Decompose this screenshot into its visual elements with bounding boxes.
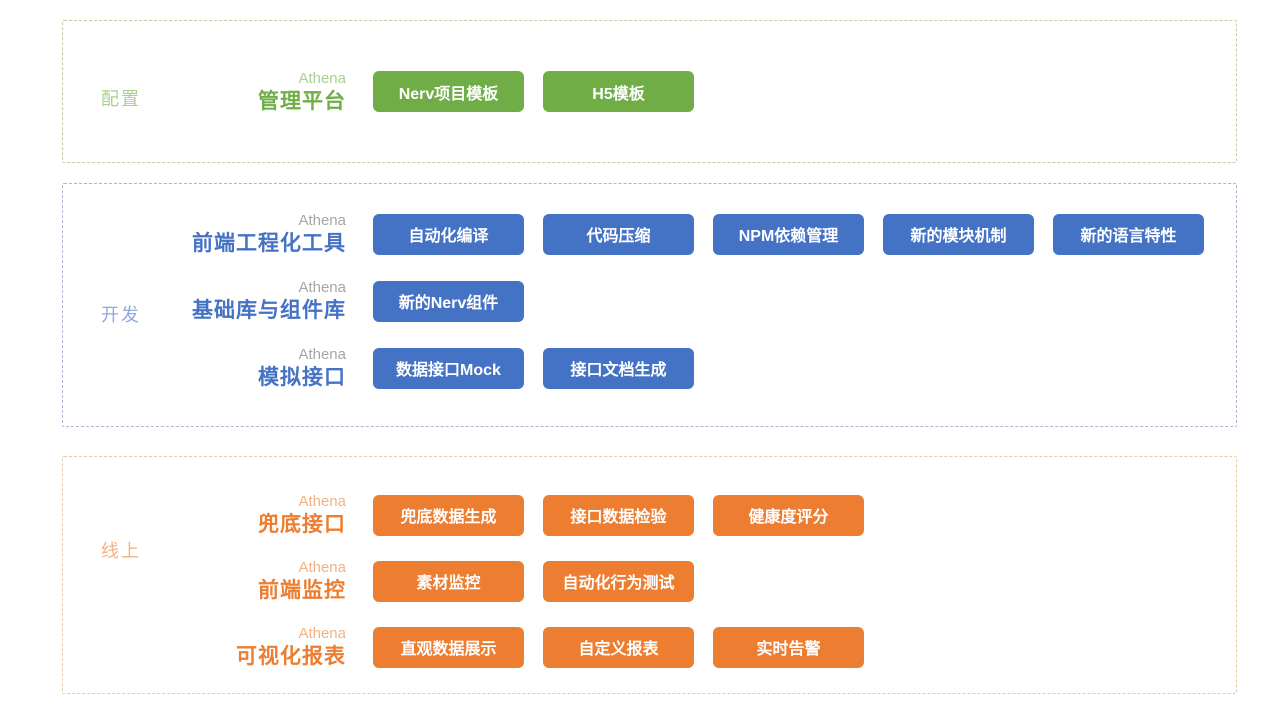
button-intuitive-data-display[interactable]: 直观数据展示	[373, 626, 524, 668]
row-label-block: Athena 兜底接口	[63, 492, 373, 538]
row-label-block: Athena 管理平台	[63, 69, 373, 115]
online-section-label: 线上	[101, 541, 141, 561]
config-section-label: 配置	[101, 89, 141, 109]
config-rows: Athena 管理平台 Nerv项目模板 H5模板	[63, 69, 1236, 115]
athena-brand-label: Athena	[298, 625, 346, 642]
row-title-visual-reports: 可视化报表	[236, 645, 346, 668]
row-frontend-engineering-tools: Athena 前端工程化工具 自动化编译 代码压缩 NPM依赖管理 新的模块机制…	[63, 211, 1236, 257]
athena-brand-label: Athena	[298, 69, 346, 87]
row-label-block: Athena 可视化报表	[63, 624, 373, 670]
row-label-block: Athena 基础库与组件库	[63, 278, 373, 324]
dev-section-label: 开发	[101, 305, 141, 325]
button-api-doc-generation[interactable]: 接口文档生成	[543, 347, 694, 389]
button-asset-monitoring[interactable]: 素材监控	[373, 560, 524, 602]
chip-group: Nerv项目模板 H5模板	[373, 71, 694, 112]
row-management-platform: Athena 管理平台 Nerv项目模板 H5模板	[63, 69, 1236, 115]
button-nerv-project-template[interactable]: Nerv项目模板	[373, 71, 524, 112]
athena-brand-label: Athena	[298, 346, 346, 363]
row-base-and-component-library: Athena 基础库与组件库 新的Nerv组件	[63, 278, 1236, 324]
row-title-frontend-engineering-tools: 前端工程化工具	[192, 232, 346, 255]
row-label-block: Athena 前端工程化工具	[63, 211, 373, 257]
online-rows: Athena 兜底接口 兜底数据生成 接口数据检验 健康度评分 Athena 前…	[63, 480, 1236, 670]
button-new-nerv-component[interactable]: 新的Nerv组件	[373, 280, 524, 322]
dev-section: 开发 Athena 前端工程化工具 自动化编译 代码压缩 NPM依赖管理 新的模…	[62, 183, 1237, 427]
button-npm-dependency-management[interactable]: NPM依赖管理	[713, 213, 864, 255]
row-label-block: Athena 模拟接口	[63, 345, 373, 391]
chip-group: 新的Nerv组件	[373, 280, 524, 322]
athena-brand-label: Athena	[298, 212, 346, 229]
online-section: 线上 Athena 兜底接口 兜底数据生成 接口数据检验 健康度评分 Athen…	[62, 456, 1237, 694]
chip-group: 素材监控 自动化行为测试	[373, 560, 694, 602]
row-fallback-api: Athena 兜底接口 兜底数据生成 接口数据检验 健康度评分	[63, 492, 1236, 538]
row-frontend-monitoring: Athena 前端监控 素材监控 自动化行为测试	[63, 558, 1236, 604]
row-title-base-and-component-library: 基础库与组件库	[192, 299, 346, 322]
button-code-minify[interactable]: 代码压缩	[543, 213, 694, 255]
button-realtime-alerts[interactable]: 实时告警	[713, 626, 864, 668]
button-fallback-data-generation[interactable]: 兜底数据生成	[373, 494, 524, 536]
athena-brand-label: Athena	[298, 559, 346, 576]
button-automated-behavior-testing[interactable]: 自动化行为测试	[543, 560, 694, 602]
row-mock-api: Athena 模拟接口 数据接口Mock 接口文档生成	[63, 345, 1236, 391]
button-custom-reports[interactable]: 自定义报表	[543, 626, 694, 668]
chip-group: 自动化编译 代码压缩 NPM依赖管理 新的模块机制 新的语言特性	[373, 213, 1204, 255]
row-title-management-platform: 管理平台	[258, 89, 346, 113]
button-auto-compile[interactable]: 自动化编译	[373, 213, 524, 255]
row-visual-reports: Athena 可视化报表 直观数据展示 自定义报表 实时告警	[63, 624, 1236, 670]
athena-brand-label: Athena	[298, 279, 346, 296]
row-title-fallback-api: 兜底接口	[258, 513, 346, 536]
button-h5-template[interactable]: H5模板	[543, 71, 694, 112]
button-api-data-validation[interactable]: 接口数据检验	[543, 494, 694, 536]
chip-group: 直观数据展示 自定义报表 实时告警	[373, 626, 864, 668]
row-label-block: Athena 前端监控	[63, 558, 373, 604]
dev-rows: Athena 前端工程化工具 自动化编译 代码压缩 NPM依赖管理 新的模块机制…	[63, 211, 1236, 399]
button-new-module-mechanism[interactable]: 新的模块机制	[883, 213, 1034, 255]
row-title-frontend-monitoring: 前端监控	[258, 579, 346, 602]
button-health-score[interactable]: 健康度评分	[713, 494, 864, 536]
chip-group: 兜底数据生成 接口数据检验 健康度评分	[373, 494, 864, 536]
config-section: 配置 Athena 管理平台 Nerv项目模板 H5模板	[62, 20, 1237, 163]
chip-group: 数据接口Mock 接口文档生成	[373, 347, 694, 389]
row-title-mock-api: 模拟接口	[258, 366, 346, 389]
athena-brand-label: Athena	[298, 493, 346, 510]
button-new-language-features[interactable]: 新的语言特性	[1053, 213, 1204, 255]
button-data-api-mock[interactable]: 数据接口Mock	[373, 347, 524, 389]
